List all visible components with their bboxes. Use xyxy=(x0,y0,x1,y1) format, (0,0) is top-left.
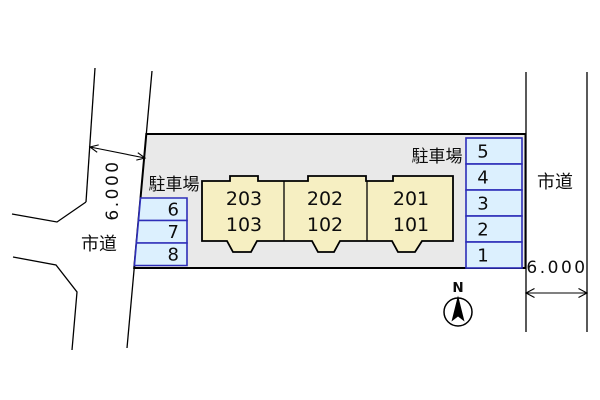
parking-space-3-label: 3 xyxy=(477,194,488,215)
compass-north-label: N xyxy=(452,280,463,296)
parking-space-7 xyxy=(135,219,188,244)
right-road-width-dimension: 6.000 xyxy=(524,258,589,298)
dimension-line xyxy=(89,146,146,159)
side-road-lower-edge xyxy=(12,256,78,351)
parking-space-8 xyxy=(133,242,188,267)
right-road-width-label: 6.000 xyxy=(526,258,587,278)
parking-space-4 xyxy=(465,163,523,191)
parking-space-2 xyxy=(465,215,523,243)
left-road-west-edge-upper xyxy=(85,67,96,203)
parking-space-8-label: 8 xyxy=(168,245,179,266)
unit-102-label: 102 xyxy=(307,214,343,236)
parking-space-2-label: 2 xyxy=(477,220,488,241)
unit-202-label: 202 xyxy=(307,188,343,210)
left-road xyxy=(11,67,153,351)
north-needle-icon xyxy=(451,295,465,322)
right-road-label: 市道 xyxy=(537,172,573,193)
left-road-label: 市道 xyxy=(81,234,117,255)
parking-space-1-label: 1 xyxy=(477,246,488,267)
unit-101-label: 101 xyxy=(393,214,429,236)
dimension-arrowhead-right xyxy=(136,152,147,161)
unit-103-label: 103 xyxy=(226,214,262,236)
parking-left-column xyxy=(133,197,188,267)
parking-space-3 xyxy=(465,189,523,217)
side-road-upper-edge xyxy=(11,201,87,223)
parking-space-1 xyxy=(465,241,523,269)
parking-label-left: 駐車場 xyxy=(149,175,200,195)
parking-space-6 xyxy=(137,197,188,222)
parking-space-5 xyxy=(465,137,523,165)
unit-201-label: 201 xyxy=(393,188,429,210)
left-road-width-label: 6.000 xyxy=(103,159,123,220)
parking-label-right: 駐車場 xyxy=(412,147,463,167)
parking-space-4-label: 4 xyxy=(477,168,488,189)
parking-space-7-label: 7 xyxy=(168,222,179,243)
left-road-width-dimension: 6.000 xyxy=(88,144,147,221)
parking-space-5-label: 5 xyxy=(477,142,488,163)
parking-right-column xyxy=(465,137,523,269)
dimension-arrowhead-left xyxy=(524,288,535,298)
compass: N xyxy=(443,280,473,327)
parking-space-6-label: 6 xyxy=(168,200,179,221)
dimension-arrowhead-right xyxy=(578,288,589,298)
unit-203-label: 203 xyxy=(226,188,262,210)
dimension-arrowhead-left xyxy=(88,144,99,153)
building-outline xyxy=(201,175,454,253)
